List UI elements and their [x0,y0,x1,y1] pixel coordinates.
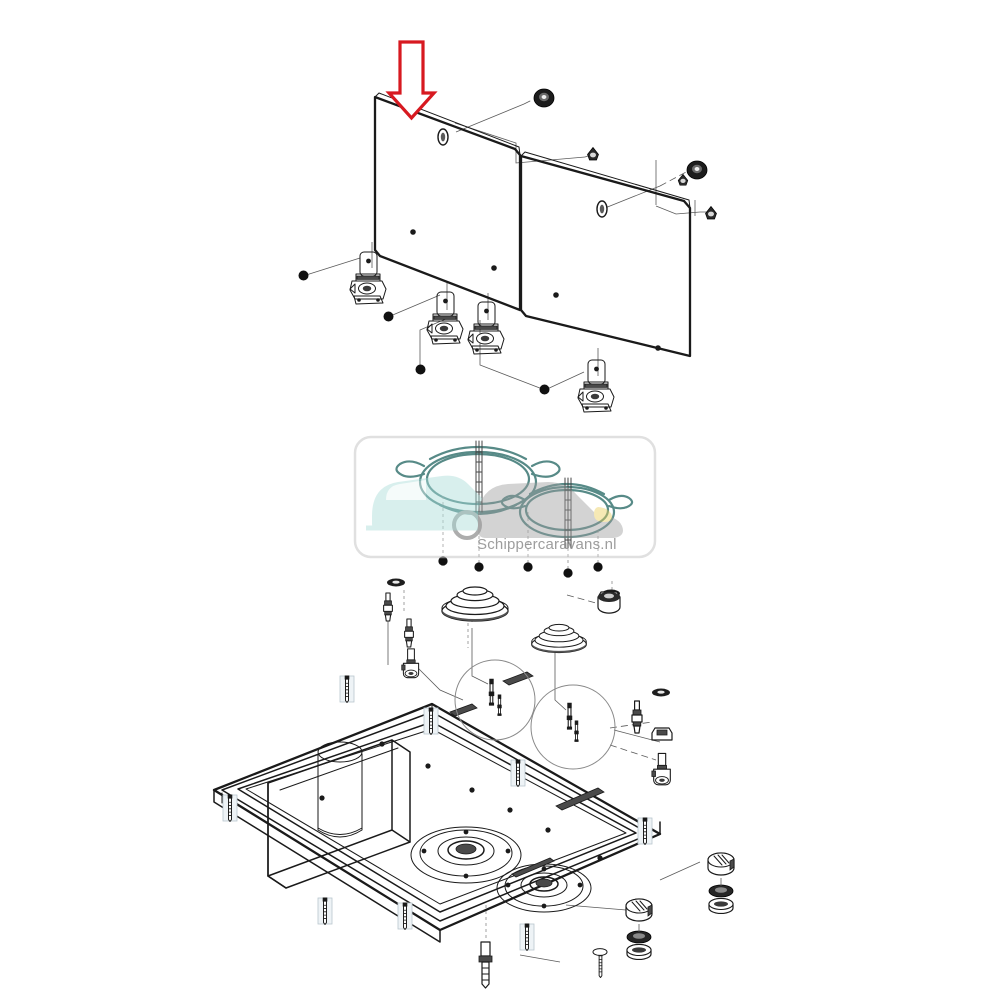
lid-pin-hole-c [553,292,559,298]
lid-hole-left [437,128,449,146]
glass-lid-panel-right [519,151,692,358]
knob-bezel-ring-1 [708,884,734,898]
lid-pin-hole-b [491,265,497,271]
detail-electrode-right [566,702,573,730]
glass-lid-panel-left [373,92,522,312]
watermark-logo [353,435,657,559]
burner-crown-1 [597,591,621,614]
car-accent-light [594,507,613,522]
valve-sealing-washer-3 [652,688,670,697]
trivet-mount-pin-5 [593,562,603,572]
basin-assembly [212,578,735,989]
rubber-grommet-large-1 [533,88,555,108]
detail-circle-left [454,659,536,741]
detail-circle-right [530,684,616,770]
control-knob-2 [625,898,653,960]
rubber-grommet-small-3 [677,173,689,186]
gas-valve-body-2 [651,752,671,786]
lid-hole-right [596,200,608,218]
lid-hinge-4 [577,359,615,413]
red-down-arrow [385,40,438,121]
knob-retainer-clip-2 [626,944,652,960]
ignition-electrode-2 [631,700,643,734]
trivet-mount-pin-3 [523,562,533,572]
ignition-electrode-1 [383,592,393,622]
mounting-screw-4 [222,794,238,822]
car-wheel-front [526,518,546,538]
detail-callouts [454,659,616,770]
lid-pin-hole-a [410,229,416,235]
mounting-screw-8 [519,923,535,951]
trivet-mount-pin-4 [563,568,573,578]
lid-assembly [298,88,717,413]
lid-stop-bumper-4 [539,384,550,395]
mounting-screw-3 [510,759,526,787]
valve-sealing-washer-1 [387,578,405,587]
control-knob-1 [707,852,735,914]
sink-hob-basin [212,702,662,943]
trivet-mount-pin-2 [474,562,484,572]
lid-hinge-3 [467,301,505,355]
caravan-window [386,480,426,500]
lid-stop-bumper-2 [383,311,394,322]
rubber-grommet-small-1 [587,147,599,161]
gas-injector-nozzle-2 [651,727,673,741]
mounting-screws [222,675,653,978]
mounting-screw-7 [637,817,653,845]
mounting-screw-2 [423,707,439,735]
mounting-screw-9 [592,948,608,978]
lid-hinge-2 [426,291,464,345]
burner-cap-small [531,623,587,654]
sink-drain-outlet [317,741,363,763]
burner-recess-small [496,863,592,913]
knob-bezel-ring-2 [626,930,652,944]
mounting-screw-1 [339,675,355,703]
car-silhouette [477,482,623,538]
detail-electrode-left-2 [497,694,502,716]
lid-pin-hole-d [655,345,661,351]
lid-stop-bumper-3 [415,364,426,375]
gas-valve-body-1 [401,648,420,679]
mounting-screw-6 [397,902,413,930]
gas-injector-nozzle-1 [404,618,414,648]
knob-retainer-clip-1 [708,898,734,914]
mounting-screw-5 [317,897,333,925]
burner-recess-large [410,826,522,884]
rubber-grommet-large-2 [686,160,708,180]
detail-electrode-right-2 [574,720,579,742]
gas-inlet-pipe [478,905,493,989]
rubber-grommet-small-2 [705,206,717,220]
burner-cap-large [441,586,509,622]
detail-electrode-left [488,678,495,706]
lid-stop-bumper-1 [298,270,309,281]
